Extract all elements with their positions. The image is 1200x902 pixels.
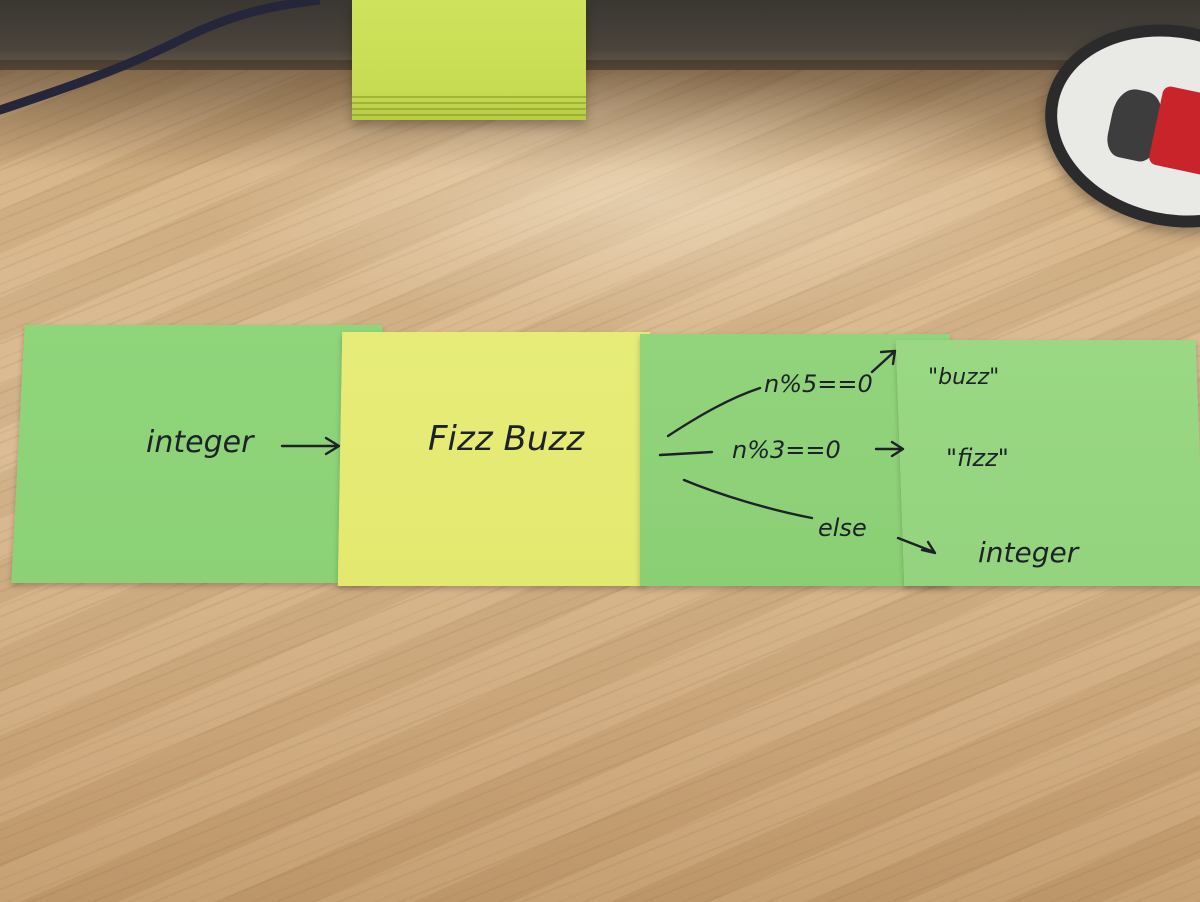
branch-line-mod5 (666, 386, 762, 438)
condition-else: else (818, 514, 867, 542)
light-reflection (200, 70, 1100, 330)
input-arrow (280, 436, 341, 456)
output-integer: integer (978, 536, 1080, 569)
condition-mod3: n%3==0 (732, 436, 841, 464)
arrow-to-buzz (870, 349, 897, 374)
branch-line-mod3 (658, 450, 714, 457)
arrow-to-fizz (874, 440, 905, 458)
input-label: integer (146, 425, 255, 460)
desk-shadow (0, 60, 1200, 170)
condition-mod5: n%5==0 (764, 370, 873, 398)
output-fizz: "fizz" (946, 444, 1009, 472)
sticky-note-pad-stack (352, 0, 586, 120)
branch-line-else (682, 478, 814, 520)
output-buzz: "buzz" (928, 365, 999, 390)
arrow-to-integer (896, 536, 937, 555)
cable (0, 0, 320, 115)
function-label: Fizz Buzz (428, 419, 585, 459)
